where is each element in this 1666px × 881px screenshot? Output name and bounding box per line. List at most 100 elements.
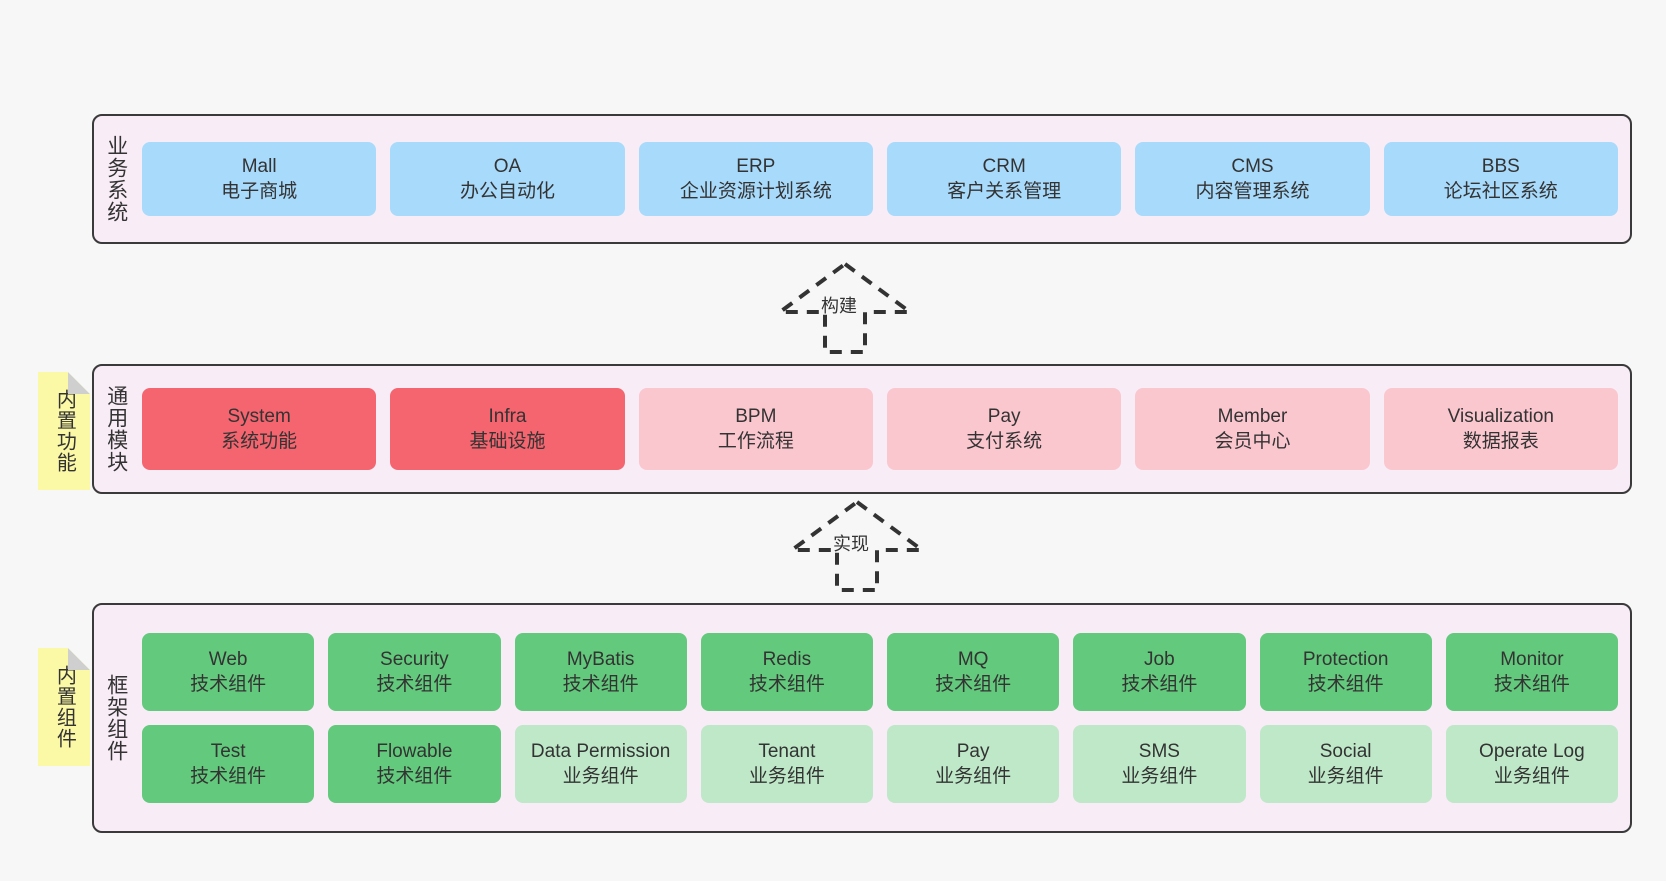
card-title-cn: 技术组件 bbox=[376, 674, 453, 695]
card-flowable[interactable]: Flowable 技术组件 bbox=[328, 725, 501, 803]
arrow-implement: 实现 bbox=[772, 492, 942, 592]
card-title-en: BBS bbox=[1481, 155, 1520, 177]
layer-business-card-area: Mall 电子商城 OA 办公自动化 ERP 企业资源计划系统 CRM 客户关系… bbox=[138, 116, 1630, 242]
card-redis[interactable]: Redis 技术组件 bbox=[700, 633, 873, 711]
card-sms[interactable]: SMS 业务组件 bbox=[1073, 725, 1246, 803]
layer-common-module: 通用模块 System 系统功能 Infra 基础设施 BPM 工作流程 Pay… bbox=[92, 364, 1632, 494]
card-title-en: Pay bbox=[956, 740, 990, 762]
card-bbs[interactable]: BBS 论坛社区系统 bbox=[1383, 142, 1618, 216]
card-erp[interactable]: ERP 企业资源计划系统 bbox=[638, 142, 873, 216]
card-title-cn: 业务组件 bbox=[1121, 766, 1198, 787]
card-oa[interactable]: OA 办公自动化 bbox=[390, 142, 625, 216]
note-label: 内置组件 bbox=[53, 665, 76, 749]
layer-business-system: 业务系统 Mall 电子商城 OA 办公自动化 ERP 企业资源计划系统 CRM… bbox=[92, 114, 1632, 244]
card-title-en: ERP bbox=[736, 155, 776, 177]
card-title-en: BPM bbox=[735, 405, 777, 427]
card-row: Web 技术组件 Security 技术组件 MyBatis 技术组件 Redi… bbox=[142, 633, 1618, 711]
card-title-cn: 技术组件 bbox=[376, 766, 453, 787]
card-title-cn: 技术组件 bbox=[748, 674, 825, 695]
card-title-cn: 业务组件 bbox=[1493, 766, 1570, 787]
layer-common-card-area: System 系统功能 Infra 基础设施 BPM 工作流程 Pay 支付系统… bbox=[138, 366, 1630, 492]
card-title-en: Data Permission bbox=[530, 740, 671, 762]
card-system[interactable]: System 系统功能 bbox=[142, 388, 377, 470]
card-title-cn: 基础设施 bbox=[469, 431, 546, 452]
card-title-cn: 业务组件 bbox=[748, 766, 825, 787]
card-title-cn: 技术组件 bbox=[1307, 674, 1384, 695]
card-social[interactable]: Social 业务组件 bbox=[1259, 725, 1432, 803]
card-visualization[interactable]: Visualization 数据报表 bbox=[1383, 388, 1618, 470]
card-title-en: MyBatis bbox=[566, 648, 635, 670]
card-title-cn: 技术组件 bbox=[190, 674, 267, 695]
card-title-en: Test bbox=[210, 740, 246, 762]
card-title-cn: 技术组件 bbox=[935, 674, 1012, 695]
card-title-cn: 系统功能 bbox=[221, 431, 298, 452]
card-title-cn: 业务组件 bbox=[935, 766, 1012, 787]
layer-title-common-module: 通用模块 bbox=[104, 385, 128, 473]
card-title-cn: 客户关系管理 bbox=[947, 181, 1062, 202]
card-member[interactable]: Member 会员中心 bbox=[1135, 388, 1370, 470]
card-cms[interactable]: CMS 内容管理系统 bbox=[1135, 142, 1370, 216]
card-title-en: Pay bbox=[987, 405, 1021, 427]
note-builtin-function: 内置功能 bbox=[38, 372, 90, 490]
card-operate-log[interactable]: Operate Log 业务组件 bbox=[1445, 725, 1618, 803]
card-title-cn: 企业资源计划系统 bbox=[679, 181, 832, 202]
card-title-en: System bbox=[227, 405, 291, 427]
card-mybatis[interactable]: MyBatis 技术组件 bbox=[514, 633, 687, 711]
card-row: Test 技术组件 Flowable 技术组件 Data Permission … bbox=[142, 725, 1618, 803]
card-title-cn: 电子商城 bbox=[221, 181, 298, 202]
card-web[interactable]: Web 技术组件 bbox=[142, 633, 315, 711]
card-pay-business[interactable]: Pay 业务组件 bbox=[887, 725, 1060, 803]
card-mall[interactable]: Mall 电子商城 bbox=[142, 142, 377, 216]
arrow-label-build: 构建 bbox=[821, 296, 857, 316]
card-crm[interactable]: CRM 客户关系管理 bbox=[886, 142, 1122, 216]
card-title-cn: 技术组件 bbox=[1493, 674, 1570, 695]
card-title-en: MQ bbox=[957, 648, 989, 670]
note-fold-corner-icon bbox=[68, 372, 90, 394]
card-tenant[interactable]: Tenant 业务组件 bbox=[700, 725, 873, 803]
card-row: System 系统功能 Infra 基础设施 BPM 工作流程 Pay 支付系统… bbox=[142, 388, 1618, 470]
card-title-cn: 技术组件 bbox=[190, 766, 267, 787]
card-pay[interactable]: Pay 支付系统 bbox=[886, 388, 1122, 470]
card-data-permission[interactable]: Data Permission 业务组件 bbox=[514, 725, 687, 803]
note-fold-corner-icon bbox=[68, 648, 90, 670]
card-job[interactable]: Job 技术组件 bbox=[1073, 633, 1246, 711]
card-infra[interactable]: Infra 基础设施 bbox=[390, 388, 625, 470]
card-title-cn: 支付系统 bbox=[966, 431, 1043, 452]
card-title-cn: 工作流程 bbox=[717, 431, 794, 452]
card-monitor[interactable]: Monitor 技术组件 bbox=[1445, 633, 1618, 711]
card-security[interactable]: Security 技术组件 bbox=[328, 633, 501, 711]
layer-framework-card-area: Web 技术组件 Security 技术组件 MyBatis 技术组件 Redi… bbox=[138, 605, 1630, 831]
card-test[interactable]: Test 技术组件 bbox=[142, 725, 315, 803]
card-title-en: Flowable bbox=[376, 740, 453, 762]
card-title-en: Social bbox=[1319, 740, 1372, 762]
card-title-en: Protection bbox=[1302, 648, 1389, 670]
card-title-en: Visualization bbox=[1447, 405, 1554, 427]
card-title-en: OA bbox=[493, 155, 522, 177]
layer-title-framework-component: 框架组件 bbox=[104, 674, 128, 762]
card-title-en: Monitor bbox=[1500, 648, 1564, 670]
card-title-en: Web bbox=[208, 648, 248, 670]
card-title-en: Job bbox=[1144, 648, 1175, 670]
note-label: 内置功能 bbox=[53, 389, 76, 473]
arrow-build: 构建 bbox=[760, 254, 930, 354]
card-mq[interactable]: MQ 技术组件 bbox=[887, 633, 1060, 711]
card-title-cn: 业务组件 bbox=[562, 766, 639, 787]
card-title-en: Mall bbox=[241, 155, 277, 177]
card-title-en: Security bbox=[380, 648, 449, 670]
card-bpm[interactable]: BPM 工作流程 bbox=[638, 388, 873, 470]
card-title-en: Redis bbox=[762, 648, 812, 670]
card-title-en: Infra bbox=[488, 405, 527, 427]
layer-title-business-system: 业务系统 bbox=[104, 135, 128, 223]
card-title-cn: 技术组件 bbox=[562, 674, 639, 695]
card-title-cn: 论坛社区系统 bbox=[1443, 181, 1558, 202]
card-title-en: SMS bbox=[1138, 740, 1180, 762]
arrow-label-implement: 实现 bbox=[833, 534, 869, 554]
dashed-up-arrow-icon bbox=[785, 499, 929, 592]
card-protection[interactable]: Protection 技术组件 bbox=[1259, 633, 1432, 711]
card-title-cn: 业务组件 bbox=[1307, 766, 1384, 787]
layer-framework-component: 框架组件 Web 技术组件 Security 技术组件 MyBatis 技术组件… bbox=[92, 603, 1632, 833]
card-title-cn: 数据报表 bbox=[1462, 431, 1539, 452]
card-title-cn: 内容管理系统 bbox=[1195, 181, 1310, 202]
card-title-cn: 技术组件 bbox=[1121, 674, 1198, 695]
